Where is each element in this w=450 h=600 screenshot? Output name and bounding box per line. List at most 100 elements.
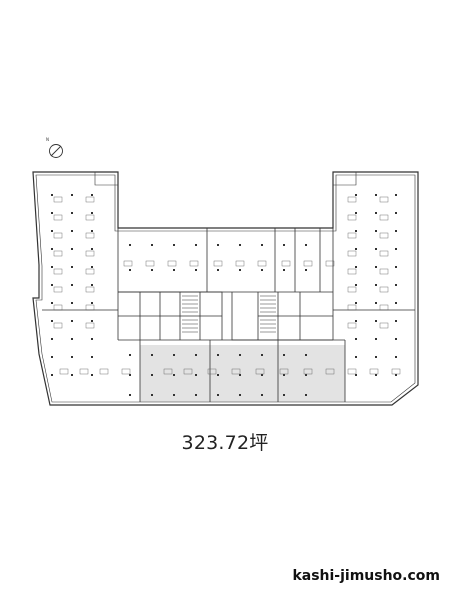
room-tag xyxy=(189,260,199,267)
column-marker xyxy=(51,194,53,196)
room-tag xyxy=(379,232,389,239)
column-marker xyxy=(129,269,131,271)
room-tag xyxy=(379,286,389,293)
column-marker xyxy=(375,266,377,268)
column-marker xyxy=(71,320,73,322)
column-marker xyxy=(91,284,93,286)
column-marker xyxy=(283,244,285,246)
column-marker xyxy=(239,394,241,396)
column-marker xyxy=(355,374,357,376)
column-marker xyxy=(395,374,397,376)
outer-wall xyxy=(32,171,419,406)
room-tag xyxy=(347,268,357,275)
room-tag xyxy=(53,214,63,221)
column-marker xyxy=(395,248,397,250)
room-tag xyxy=(85,232,95,239)
column-marker xyxy=(355,356,357,358)
room-tag xyxy=(85,268,95,275)
column-marker xyxy=(91,194,93,196)
room-tag xyxy=(235,260,245,267)
room-tag xyxy=(347,232,357,239)
column-marker xyxy=(395,212,397,214)
room-tag xyxy=(85,322,95,329)
room-tag xyxy=(347,304,357,311)
column-marker xyxy=(261,244,263,246)
column-marker xyxy=(91,356,93,358)
column-marker xyxy=(151,354,153,356)
inner-wall xyxy=(35,174,416,403)
column-marker xyxy=(375,320,377,322)
column-marker xyxy=(71,266,73,268)
column-marker xyxy=(71,248,73,250)
column-marker xyxy=(129,374,131,376)
room-tag xyxy=(325,368,335,375)
column-marker xyxy=(283,269,285,271)
column-marker xyxy=(71,338,73,340)
column-marker xyxy=(305,394,307,396)
room-tag xyxy=(325,260,335,267)
column-marker xyxy=(355,194,357,196)
column-marker xyxy=(217,269,219,271)
room-tag xyxy=(53,268,63,275)
column-marker xyxy=(51,284,53,286)
column-marker xyxy=(375,230,377,232)
column-marker xyxy=(71,194,73,196)
room-tag xyxy=(379,214,389,221)
column-marker xyxy=(217,244,219,246)
column-marker xyxy=(151,374,153,376)
column-marker xyxy=(91,338,93,340)
column-marker xyxy=(151,394,153,396)
column-marker xyxy=(51,248,53,250)
column-marker xyxy=(91,230,93,232)
column-marker xyxy=(51,374,53,376)
column-marker xyxy=(375,284,377,286)
column-marker xyxy=(395,266,397,268)
column-marker xyxy=(173,354,175,356)
column-marker xyxy=(355,338,357,340)
column-marker xyxy=(395,230,397,232)
column-marker xyxy=(71,302,73,304)
column-marker xyxy=(355,302,357,304)
room-tag xyxy=(347,368,357,375)
room-tag xyxy=(85,196,95,203)
column-marker xyxy=(305,374,307,376)
room-tag xyxy=(53,322,63,329)
column-marker xyxy=(395,338,397,340)
column-marker xyxy=(239,269,241,271)
room-tags xyxy=(53,196,401,375)
column-marker xyxy=(355,212,357,214)
column-marker xyxy=(173,374,175,376)
column-marker xyxy=(91,374,93,376)
column-marker xyxy=(261,354,263,356)
room-tag xyxy=(53,286,63,293)
column-marker xyxy=(71,374,73,376)
column-marker xyxy=(375,194,377,196)
room-tag xyxy=(99,368,109,375)
room-tag xyxy=(231,368,241,375)
column-marker xyxy=(195,374,197,376)
room-tag xyxy=(379,322,389,329)
column-marker xyxy=(51,356,53,358)
column-marker xyxy=(91,248,93,250)
column-marker xyxy=(91,302,93,304)
north-arrow-icon: N xyxy=(46,137,63,158)
core-walls xyxy=(118,291,333,341)
room-tag xyxy=(347,250,357,257)
room-tag xyxy=(53,250,63,257)
column-marker xyxy=(91,212,93,214)
column-marker xyxy=(91,266,93,268)
column-marker xyxy=(51,338,53,340)
room-tag xyxy=(379,268,389,275)
room-tag xyxy=(53,196,63,203)
column-marker xyxy=(395,356,397,358)
svg-text:N: N xyxy=(46,137,49,142)
room-tag xyxy=(85,286,95,293)
column-marker xyxy=(305,244,307,246)
room-tag xyxy=(123,260,133,267)
room-tag xyxy=(379,304,389,311)
column-marker xyxy=(217,394,219,396)
column-marker xyxy=(355,320,357,322)
highlighted-area xyxy=(140,345,345,402)
highlight-zone xyxy=(140,345,202,402)
